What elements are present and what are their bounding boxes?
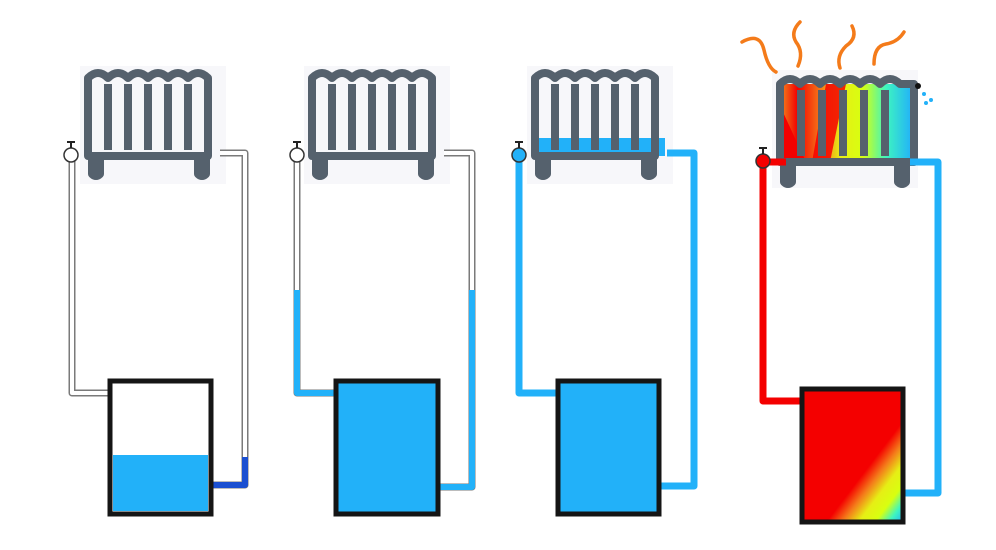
valve-icon bbox=[289, 147, 305, 163]
tank bbox=[555, 378, 662, 517]
radiator bbox=[776, 75, 918, 188]
water-drip-icon bbox=[922, 92, 933, 105]
panel-stage-2 bbox=[289, 66, 476, 517]
supply-pipe bbox=[759, 162, 803, 405]
return-pipe-water bbox=[437, 290, 475, 490]
return-pipe-water bbox=[210, 457, 248, 488]
radiator bbox=[308, 69, 436, 180]
air-vent-icon bbox=[915, 83, 921, 89]
return-pipe bbox=[659, 149, 698, 490]
panel-stage-4 bbox=[740, 20, 942, 525]
supply-pipe bbox=[68, 156, 112, 397]
heat-steam-icon bbox=[740, 20, 906, 74]
valve-icon bbox=[755, 153, 771, 169]
radiator bbox=[84, 69, 212, 180]
valve-icon bbox=[511, 147, 527, 163]
supply-pipe-water bbox=[294, 290, 337, 396]
tank-water bbox=[113, 455, 208, 511]
supply-pipe bbox=[293, 156, 337, 397]
return-pipe bbox=[437, 149, 476, 491]
radiator bbox=[531, 69, 659, 180]
supply-pipe bbox=[515, 156, 559, 397]
panel-stage-3 bbox=[511, 66, 698, 517]
return-pipe bbox=[210, 149, 249, 489]
tank bbox=[333, 378, 441, 517]
panel-stage-1 bbox=[63, 66, 249, 517]
return-pipe bbox=[903, 158, 942, 497]
tank bbox=[799, 386, 906, 525]
valve-icon bbox=[63, 147, 79, 163]
